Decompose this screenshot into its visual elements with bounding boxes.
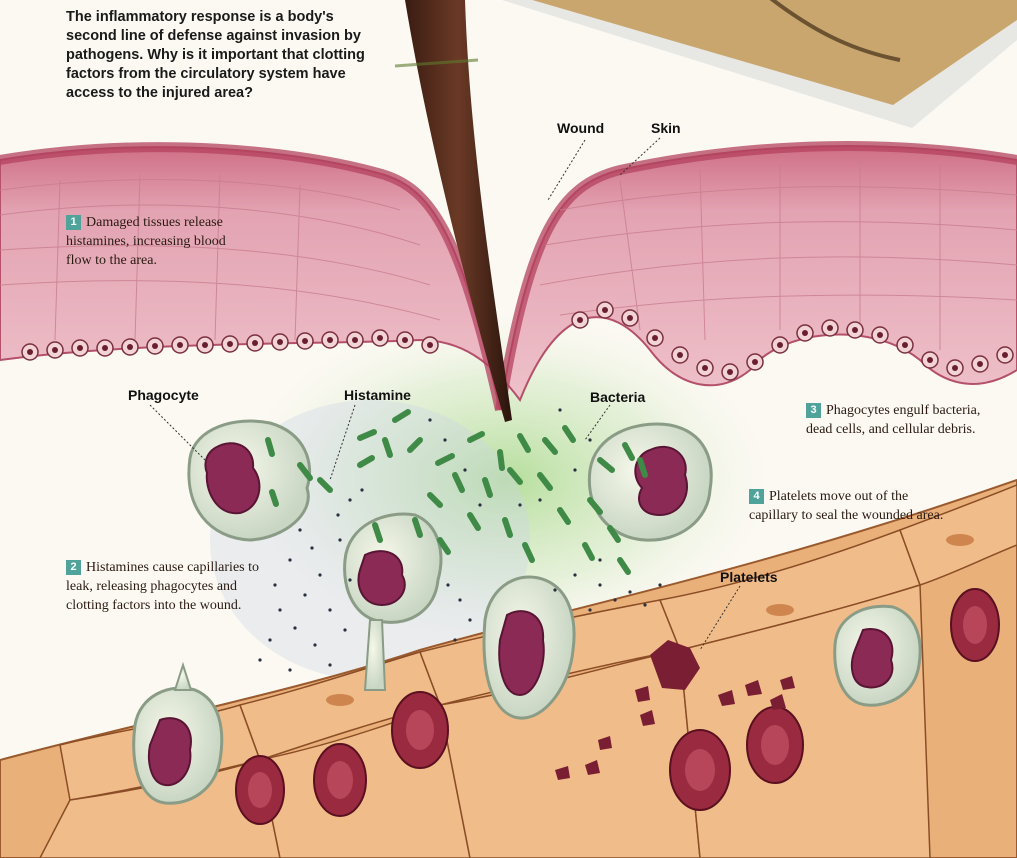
step-3-text: Phagocytes engulf bacteria, dead cells, … bbox=[806, 403, 980, 437]
label-phagocyte: Phagocyte bbox=[128, 387, 199, 403]
step-2-number: 2 bbox=[66, 560, 81, 575]
label-bacteria: Bacteria bbox=[590, 389, 645, 405]
step-4-text: Platelets move out of the capillary to s… bbox=[749, 489, 943, 523]
step-1-text: Damaged tissues release histamines, incr… bbox=[66, 215, 226, 268]
label-skin: Skin bbox=[651, 120, 681, 136]
label-platelets: Platelets bbox=[720, 569, 778, 585]
phagocyte bbox=[835, 606, 920, 705]
step-1-number: 1 bbox=[66, 215, 81, 230]
step-3-number: 3 bbox=[806, 403, 821, 418]
label-wound: Wound bbox=[557, 120, 604, 136]
phagocyte bbox=[589, 424, 711, 540]
step-2-text: Histamines cause capillaries to leak, re… bbox=[66, 560, 259, 613]
figure-caption: The inflammatory response is a body's se… bbox=[66, 8, 366, 103]
label-histamine: Histamine bbox=[344, 387, 411, 403]
phagocyte bbox=[189, 421, 310, 540]
step-4-number: 4 bbox=[749, 489, 764, 504]
